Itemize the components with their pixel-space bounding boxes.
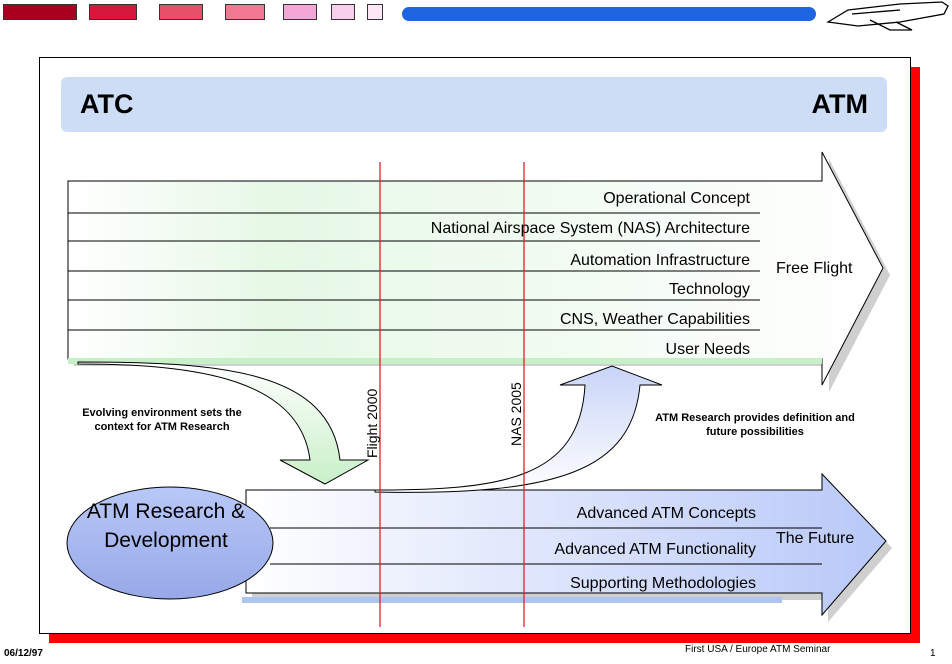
- footer-page-number: 1: [930, 648, 936, 659]
- milestone-flight-2000: Flight 2000: [364, 388, 380, 458]
- label-user-needs: User Needs: [665, 341, 750, 358]
- free-flight-arrow: [67, 151, 890, 392]
- label-supporting-methodologies: Supporting Methodologies: [570, 575, 756, 592]
- title-atm: ATM: [811, 89, 868, 119]
- label-technology: Technology: [669, 281, 750, 298]
- footer-seminar: First USA / Europe ATM Seminar: [685, 644, 831, 655]
- footer-date: 06/12/97: [4, 648, 43, 659]
- title-atc: ATC: [80, 89, 134, 119]
- left-note: Evolving environment sets the context fo…: [82, 407, 242, 433]
- milestone-nas-2005: NAS 2005: [508, 382, 524, 446]
- label-cns-weather: CNS, Weather Capabilities: [559, 311, 750, 328]
- lower-rules: [270, 527, 822, 565]
- label-the-future: The Future: [776, 530, 855, 547]
- curved-down-arrow: [77, 361, 370, 485]
- label-nas-architecture: National Airspace System (NAS) Architect…: [430, 220, 750, 237]
- label-free-flight: Free Flight: [776, 260, 853, 277]
- future-arrow: [242, 472, 892, 622]
- header-swatch-3: [159, 4, 203, 20]
- header-swatch-5: [283, 4, 317, 20]
- research-oval: [66, 486, 274, 600]
- header-swatch-6: [331, 4, 355, 20]
- right-note: ATM Research provides definition and fut…: [655, 412, 855, 438]
- title-band: [61, 77, 887, 132]
- label-automation-infrastructure: Automation Infrastructure: [570, 252, 750, 269]
- upper-rules: [68, 212, 760, 331]
- curved-up-arrow: [374, 365, 663, 493]
- label-advanced-atm-functionality: Advanced ATM Functionality: [554, 541, 756, 558]
- header-swatch-1: [3, 4, 77, 20]
- label-operational-concept: Operational Concept: [603, 190, 750, 207]
- header-swatch-2: [89, 4, 137, 20]
- header-swatch-4: [225, 4, 265, 20]
- header-blue-bar: [402, 7, 816, 21]
- header-swatch-7: [367, 4, 383, 20]
- oval-label: ATM Research & Development: [86, 500, 246, 552]
- label-advanced-atm-concepts: Advanced ATM Concepts: [576, 505, 756, 522]
